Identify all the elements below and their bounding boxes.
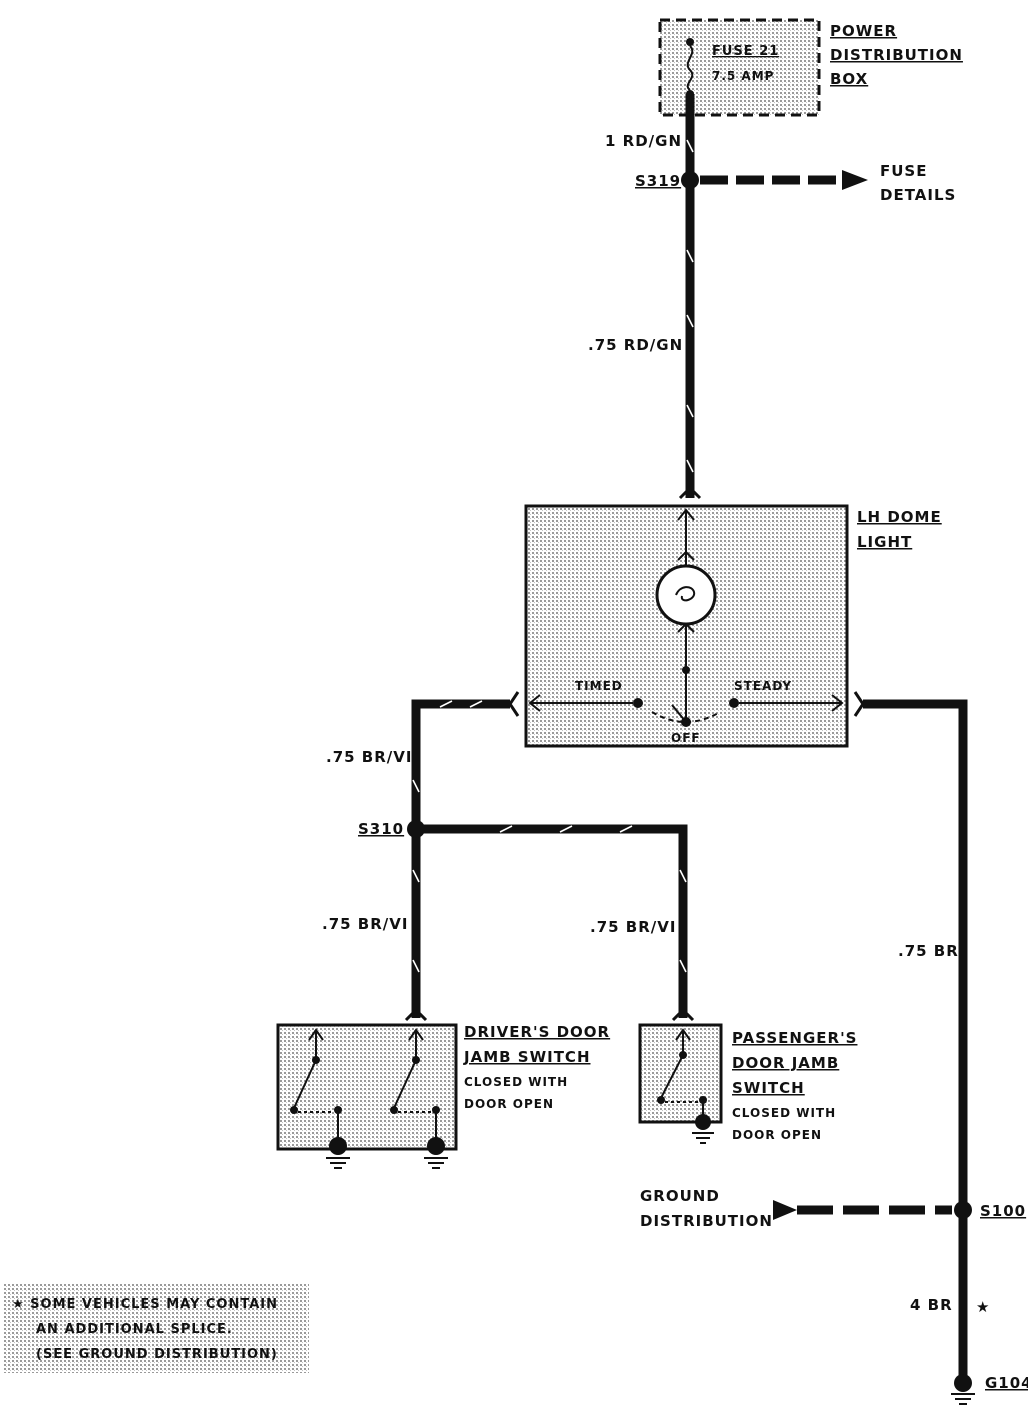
dome-off-label: OFF: [671, 731, 701, 745]
drivers-door-switch: [276, 1007, 458, 1169]
passengers-switch-title-1: PASSENGER'S: [732, 1029, 857, 1047]
footnote-box: ★ SOME VEHICLES MAY CONTAIN AN ADDITIONA…: [3, 1283, 309, 1373]
passengers-switch-title-3: SWITCH: [732, 1079, 805, 1097]
feed-wire: [685, 94, 695, 498]
bulb-icon: [655, 564, 717, 626]
wire-label-5: .75 BR/VI: [590, 918, 676, 936]
splice-s310: [407, 820, 425, 838]
door-switch-wire: [411, 699, 688, 1018]
star-icon: ★: [976, 1298, 990, 1316]
dome-title-1: LH DOME: [857, 508, 942, 526]
fuse-name: FUSE 21: [712, 44, 779, 59]
ground-icon: [424, 1137, 448, 1169]
passengers-switch-note-1: CLOSED WITH: [732, 1106, 836, 1120]
dome-timed-label: TIMED: [575, 679, 623, 693]
wire-label-2: .75 RD/GN: [588, 336, 683, 354]
footnote-line-2: AN ADDITIONAL SPLICE.: [36, 1322, 233, 1337]
ground-icon: [326, 1137, 350, 1169]
splice-s319-label: S319: [635, 172, 681, 190]
wire-label-6: .75 BR: [898, 942, 959, 960]
passengers-switch-title-2: DOOR JAMB: [732, 1054, 839, 1072]
fuse-box-title-2: DISTRIBUTION: [830, 46, 963, 64]
fuse-details-arrow: [700, 170, 868, 190]
ground-distribution-arrow: [773, 1200, 952, 1220]
dome-light-component: [508, 485, 865, 748]
drivers-switch-title-1: DRIVER'S DOOR: [464, 1023, 610, 1041]
ground-wire: [863, 699, 968, 1378]
wire-label-4: .75 BR/VI: [322, 915, 408, 933]
dome-steady-label: STEADY: [734, 679, 792, 693]
ground-g104-label: G104: [985, 1374, 1028, 1392]
passengers-door-switch: [638, 1007, 723, 1144]
passengers-switch-note-2: DOOR OPEN: [732, 1128, 822, 1142]
ground-distribution-1: GROUND: [640, 1187, 720, 1205]
wire-label-1: 1 RD/GN: [605, 132, 682, 150]
dome-title-2: LIGHT: [857, 533, 912, 551]
power-distribution-box: FUSE 21 7.5 AMP POWER DISTRIBUTION BOX: [658, 18, 963, 117]
splice-s100: [954, 1201, 972, 1219]
footnote-line-1: ★ SOME VEHICLES MAY CONTAIN: [12, 1297, 278, 1312]
drivers-switch-note-2: DOOR OPEN: [464, 1097, 554, 1111]
splice-s310-label: S310: [358, 820, 404, 838]
ground-distribution-2: DISTRIBUTION: [640, 1212, 773, 1230]
ground-icon: [692, 1114, 714, 1144]
drivers-switch-title-2: JAMB SWITCH: [463, 1048, 591, 1066]
splice-s100-label: S100: [980, 1202, 1026, 1220]
footnote-line-3: (SEE GROUND DISTRIBUTION): [36, 1347, 278, 1362]
wire-label-3: .75 BR/VI: [326, 748, 412, 766]
wire-label-7: 4 BR: [910, 1296, 953, 1314]
fuse-box-title-1: POWER: [830, 22, 897, 40]
fuse-box-title-3: BOX: [830, 70, 868, 88]
splice-s319: [681, 171, 699, 189]
fuse-details-2: DETAILS: [880, 186, 956, 204]
fuse-rating: 7.5 AMP: [712, 69, 774, 83]
fuse-details-1: FUSE: [880, 162, 927, 180]
ground-g104-icon: [951, 1374, 975, 1405]
drivers-switch-note-1: CLOSED WITH: [464, 1075, 568, 1089]
